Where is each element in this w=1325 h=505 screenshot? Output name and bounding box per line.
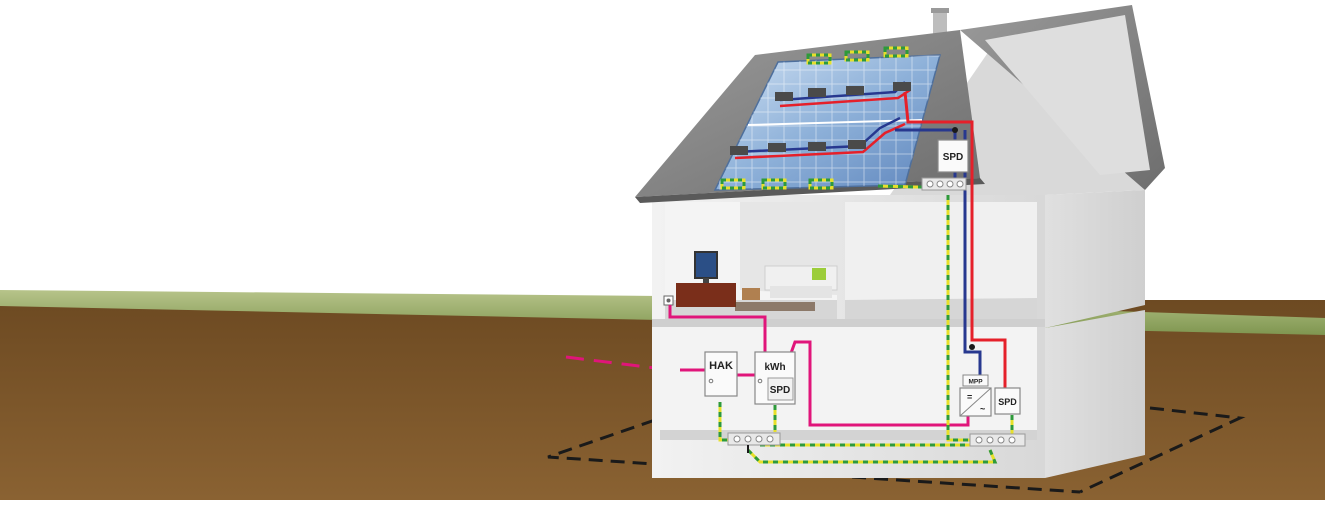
sofa-icon [764, 265, 838, 298]
spd-box-roof: SPD [937, 139, 969, 173]
roof-mounting-brackets [720, 46, 909, 190]
spd-box-inverter: SPD [994, 387, 1021, 415]
tv-cabinet [676, 283, 736, 307]
mpp-label: MPP [968, 379, 983, 386]
earthing-ring [547, 406, 1246, 494]
house-side-wall-upper [1045, 190, 1145, 328]
wiring-junction-dots [952, 127, 975, 350]
earthing-bar-roof [921, 177, 967, 191]
panel-junction-boxes [730, 82, 911, 155]
tv-icon [694, 251, 718, 284]
hak-box: HAK [704, 351, 738, 397]
spd-meter-label: SPD [770, 385, 791, 396]
external-supply-cable [565, 355, 656, 370]
rug [735, 302, 815, 311]
hak-label: HAK [709, 360, 733, 372]
earthing-bar-basement-right [969, 433, 1026, 447]
upper-right-room-floor [845, 298, 1037, 319]
floor-slab [652, 319, 1045, 327]
earthing-ring-right [1079, 406, 1246, 494]
earthing-bar-basement-left [727, 432, 781, 453]
socket-icon [663, 295, 674, 306]
house-side-wall-lower [1045, 310, 1145, 478]
spd-roof-label: SPD [943, 152, 964, 163]
svg-text:~: ~ [980, 404, 985, 414]
meter-cabinet: kWh SPD [754, 351, 796, 405]
svg-text:=: = [967, 392, 972, 402]
kwh-label: kWh [764, 362, 785, 373]
roof-gable-face [985, 15, 1150, 175]
ac-wiring [668, 305, 970, 427]
spd-inverter-label: SPD [998, 397, 1017, 407]
coffee-table [742, 288, 760, 300]
earthing-ring-left [547, 418, 1081, 494]
inverter-icon: MPP = ~ [959, 374, 992, 417]
